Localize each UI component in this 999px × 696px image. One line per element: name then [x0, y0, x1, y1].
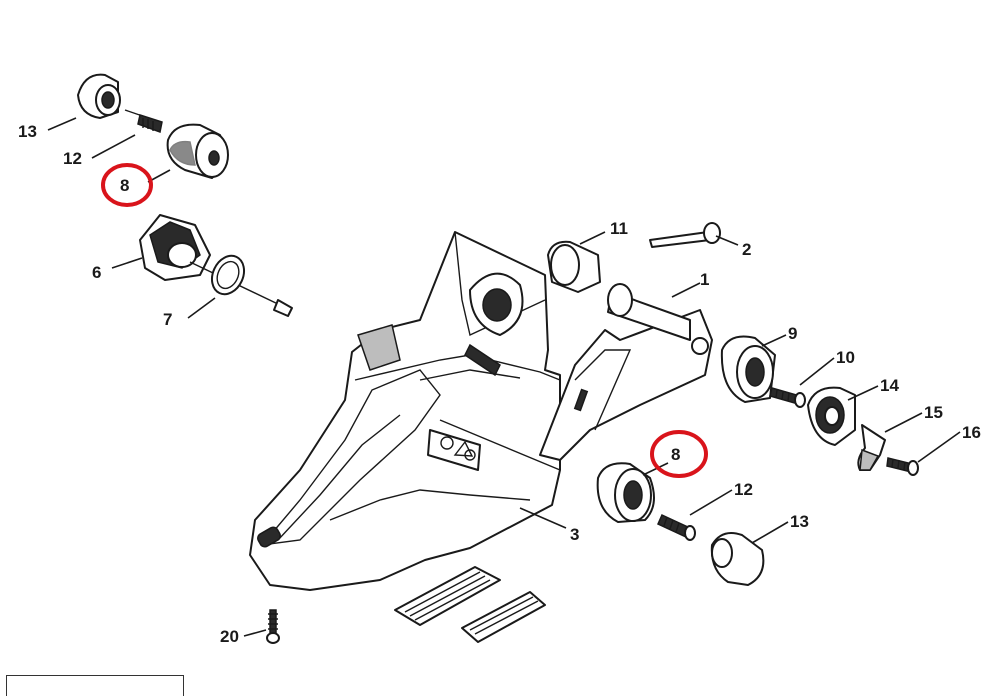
- housing: [249, 231, 561, 591]
- callout-6: 6: [92, 263, 101, 282]
- part-6-oil-pump: [139, 214, 293, 317]
- callout-8-bottom: 8: [671, 445, 680, 464]
- part-16-screw: [886, 457, 919, 476]
- part-15-clip: [857, 424, 886, 471]
- part-9-buffer: [720, 335, 776, 403]
- highlight-circle-bottom-8: [650, 430, 708, 478]
- callout-15: 15: [924, 403, 943, 422]
- callout-10: 10: [836, 348, 855, 367]
- callout-12-top: 12: [63, 149, 82, 168]
- callout-13-bottom: 13: [790, 512, 809, 531]
- handle-bar-part-1: [539, 283, 713, 461]
- callout-1: 1: [700, 270, 709, 289]
- part-8-top-buffer: [166, 123, 229, 179]
- callout-8-top: 8: [120, 176, 129, 195]
- part-7-o-ring: [210, 254, 246, 296]
- callout-14: 14: [880, 376, 899, 395]
- callout-12-bottom: 12: [734, 480, 753, 499]
- bottom-frame-edge: [6, 675, 184, 696]
- grip-plates: [394, 566, 546, 643]
- callout-3: 3: [570, 525, 579, 544]
- callout-7: 7: [163, 310, 172, 329]
- callout-16: 16: [962, 423, 981, 442]
- part-13-bottom-cap: [710, 532, 765, 586]
- callout-9: 9: [788, 324, 797, 343]
- part-12-bottom-screw: [657, 513, 696, 541]
- part-13-top: [77, 73, 121, 119]
- leader-lines: [47, 117, 961, 637]
- part-8-bottom-buffer: [596, 462, 655, 523]
- part-10-screw: [769, 387, 806, 408]
- highlight-marks: [101, 163, 708, 478]
- part-20-screw: [266, 609, 280, 644]
- callout-2: 2: [742, 240, 751, 259]
- highlight-circle-top-8: [101, 163, 153, 207]
- part-11-bushing: [547, 240, 601, 293]
- part-12-top-screw: [124, 109, 163, 134]
- part-2-pin: [649, 222, 721, 248]
- callout-20: 20: [220, 627, 239, 646]
- callout-labels: 13 12 8 6 7 11 2 1 9 10 14 15 16 8 12 13…: [18, 122, 981, 646]
- callout-11: 11: [610, 219, 628, 238]
- callout-13-top: 13: [18, 122, 37, 141]
- part-14-cover: [807, 386, 856, 446]
